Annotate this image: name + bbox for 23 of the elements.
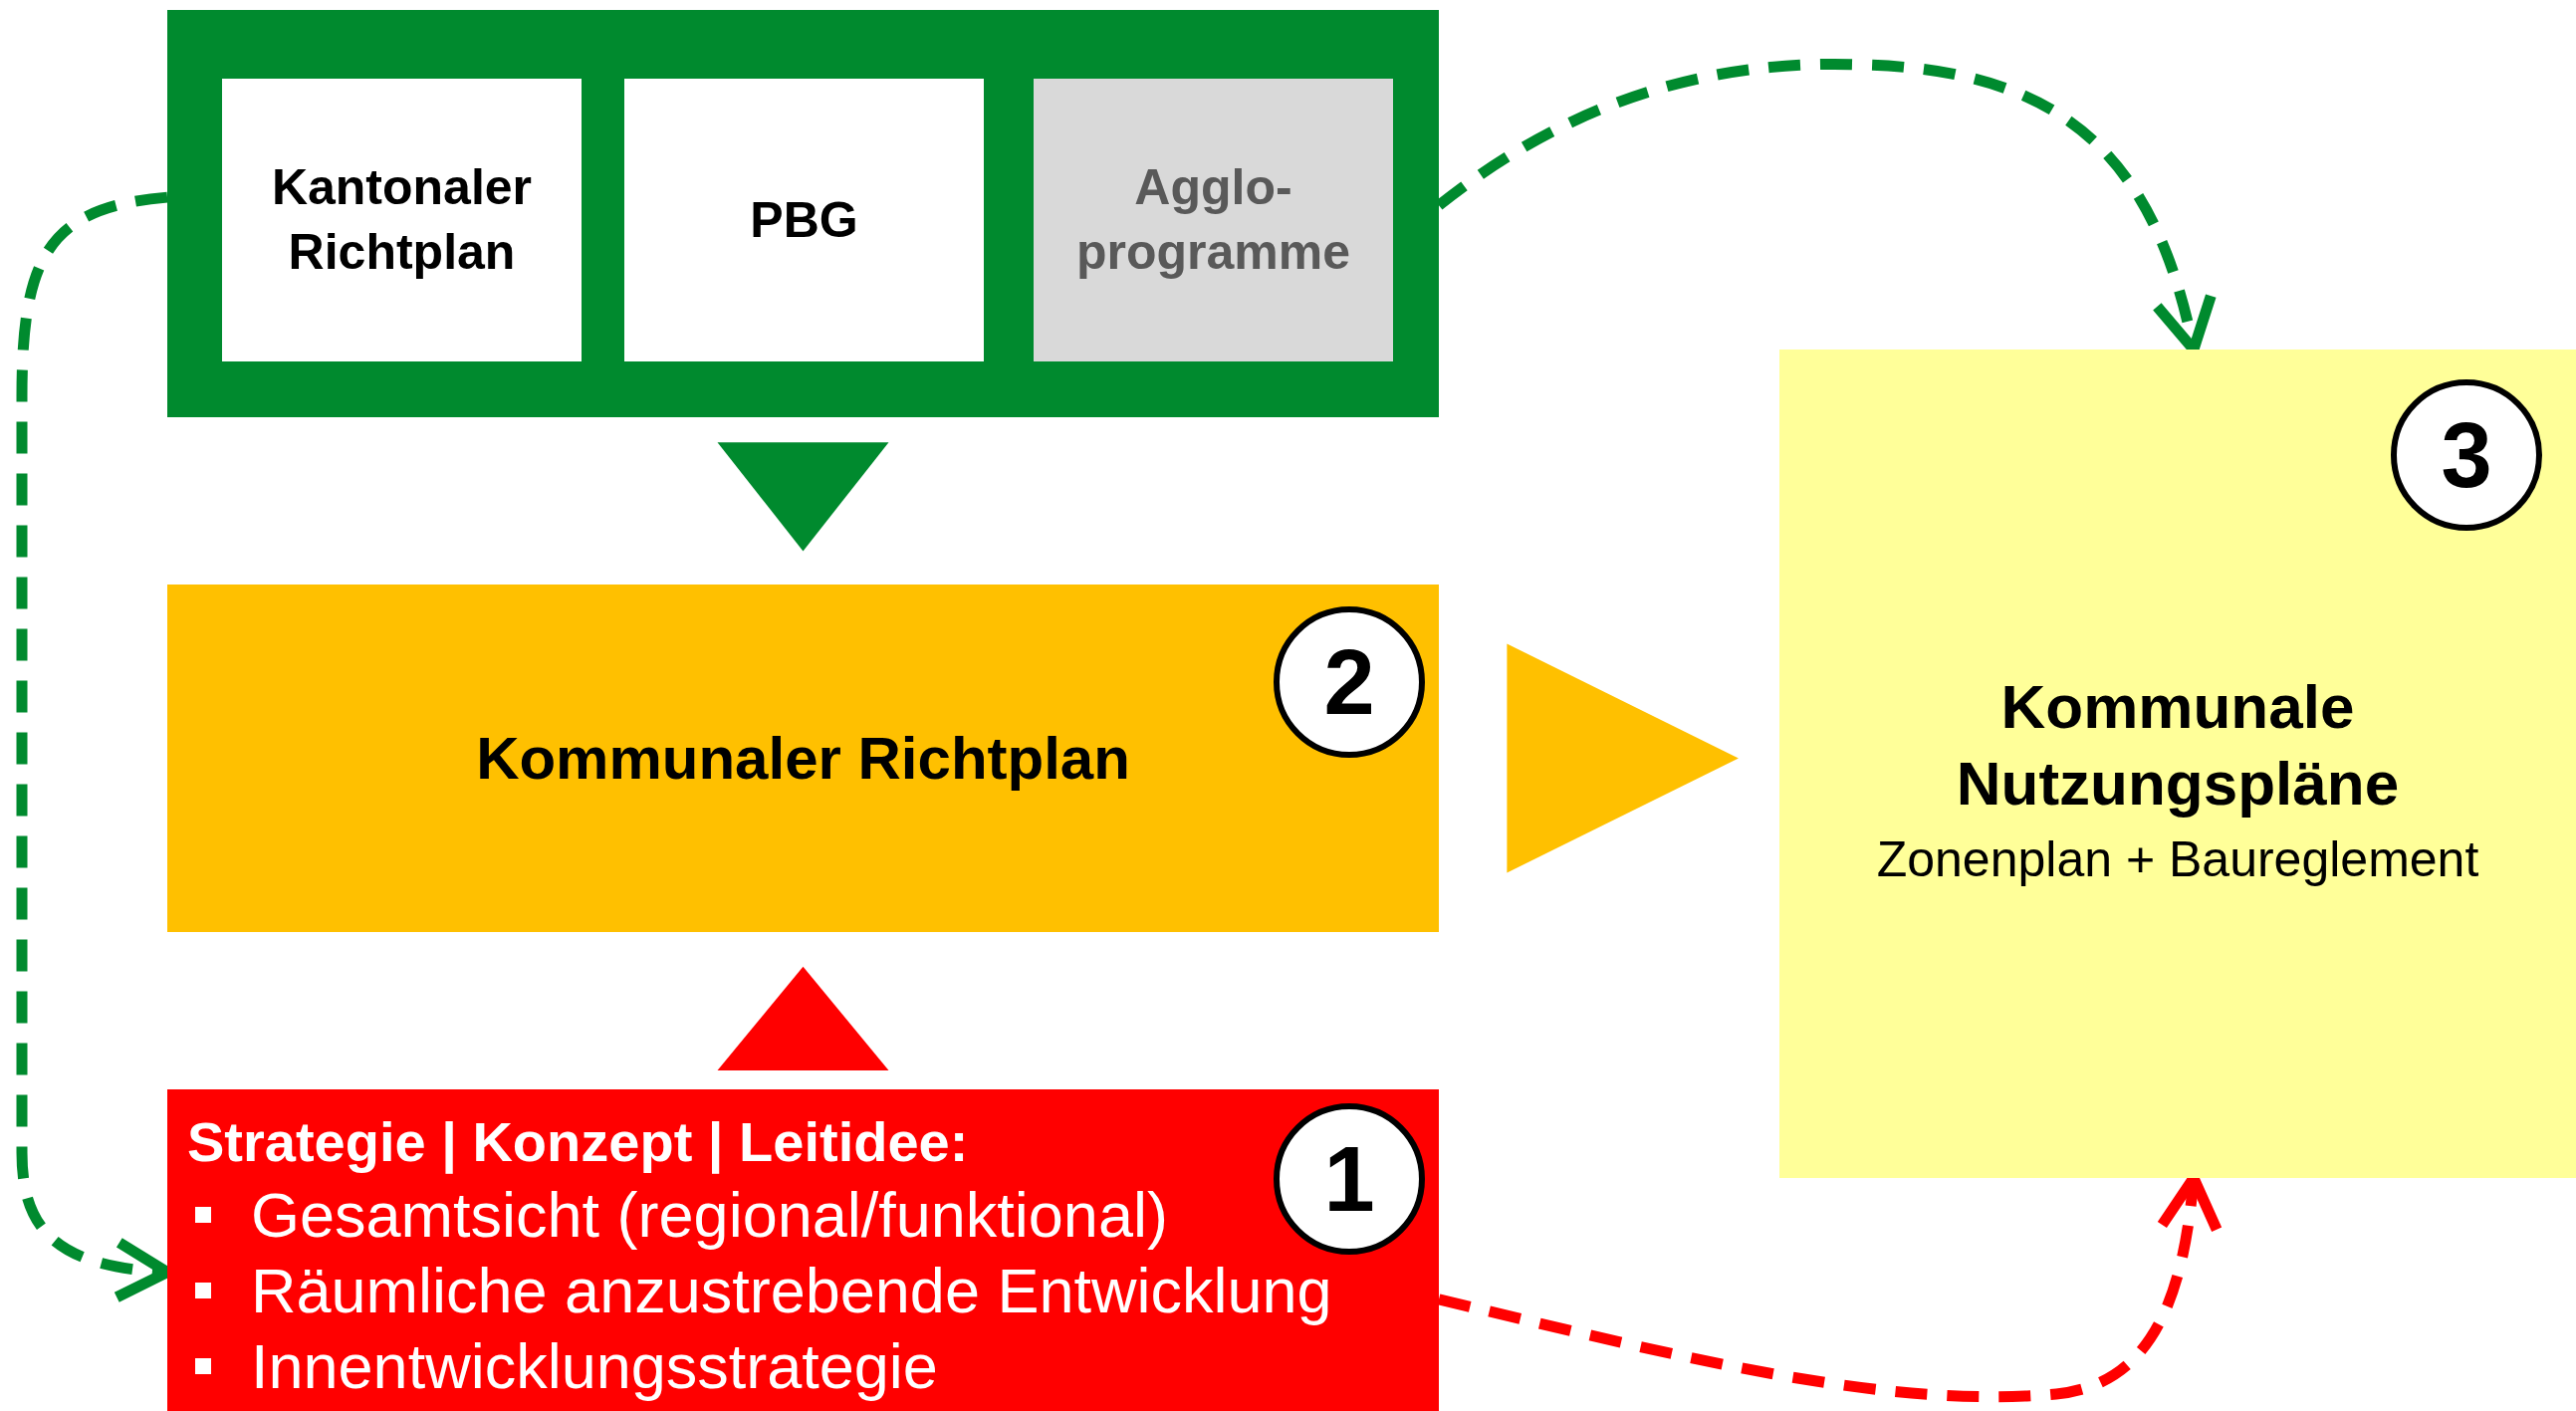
triangle-arrow — [1507, 643, 1739, 873]
group-frame — [167, 10, 1439, 417]
number-circle: 2 — [1274, 606, 1425, 758]
bullet-text: Innentwicklungsstrategie — [251, 1330, 938, 1402]
program-box — [1034, 79, 1393, 361]
plan-box — [167, 585, 1439, 932]
number-circle: 3 — [2391, 379, 2542, 531]
law-box — [624, 79, 984, 361]
box-heading: Strategie | Konzept | Leitidee: — [187, 1109, 970, 1176]
triangle-arrow — [717, 966, 889, 1071]
bullet-text: Räumliche anzustrebende Entwicklung — [251, 1255, 1332, 1326]
plan-box — [1779, 350, 2576, 1178]
bullet-text: Gesamtsicht (regional/funktional) — [251, 1179, 1168, 1251]
box-label: Kommunaler Richtplan — [476, 723, 1130, 794]
box-subtitle: Zonenplan + Baureglement — [1875, 829, 2480, 888]
box-label: PBG — [750, 190, 858, 250]
triangle-arrow — [717, 442, 889, 552]
box-title: Kommunale Nutzungspläne — [1955, 670, 2401, 820]
box-label: Kantonaler Richtplan — [270, 158, 534, 282]
number-circle: 1 — [1274, 1103, 1425, 1255]
box-label: Agglo-programme — [1074, 158, 1352, 282]
plan-box — [222, 79, 582, 361]
strategy-box — [167, 1089, 1439, 1411]
